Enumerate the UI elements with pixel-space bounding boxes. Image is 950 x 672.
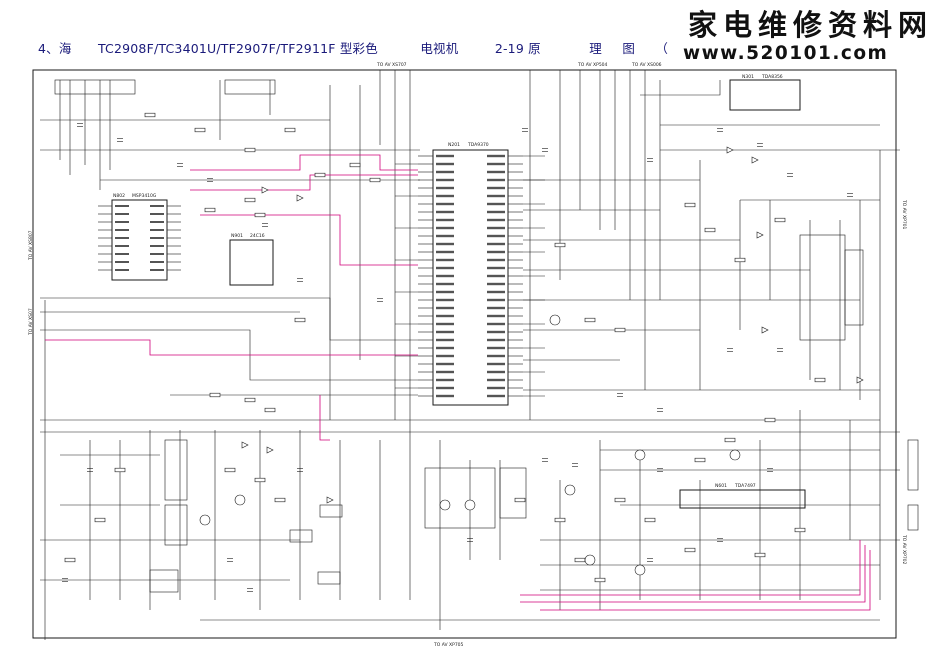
memory-ic-part: 24C16 (250, 233, 265, 239)
left-ic: N802 MSP3410G (98, 193, 181, 281)
title-page: 2-19 (494, 41, 524, 56)
title-li: 理 (589, 41, 602, 56)
connector-top-right: TO AV XS006 (631, 62, 662, 68)
memory-ic: N901 24C16 (229, 233, 274, 286)
title-suffix: 型彩色 (339, 41, 378, 56)
title-models: TC2908F/TC3401U/TF2907F/TF2911F (97, 41, 336, 56)
connector-bottom: TO AV XP705 (433, 642, 464, 648)
connector-right-1: TO AV XP701 (901, 199, 907, 230)
audio-ic-part: TDA7497 (734, 483, 756, 489)
title-prefix: 4、海 (38, 41, 72, 56)
page-title: 4、海 TC2908F/TC3401U/TF2907F/TF2911F 型彩色 … (38, 38, 668, 57)
main-ic-part: TDA9370 (467, 142, 489, 148)
main-ic-pins (418, 154, 523, 398)
vertical-ic: N301 TDA8356 (729, 74, 801, 111)
main-ic: N201 TDA9370 (418, 142, 523, 406)
connector-left-1: TO AV XS807 (28, 230, 34, 261)
main-ic-ref: N201 (448, 142, 460, 148)
title-tv: 电视机 (420, 41, 459, 56)
left-ic-part: MSP3410G (132, 193, 157, 199)
connector-top-mid: TO AV XP504 (577, 62, 608, 68)
connector-top-left: TO AV XS707 (376, 62, 407, 68)
audio-ic: N601 TDA7497 (679, 483, 806, 509)
audio-ic-ref: N601 (715, 483, 727, 489)
title-paren: （ (655, 41, 669, 56)
title-tu: 图 (622, 41, 636, 56)
highlighted-signal-wires (45, 154, 871, 611)
connector-right-2: TO AV XP702 (901, 534, 907, 565)
circuit-wires (40, 70, 919, 640)
left-ic-ref: N802 (113, 193, 125, 199)
site-url-logo: www.520101.com (683, 43, 889, 64)
site-name-logo: 家电维修资料网 (688, 8, 934, 42)
outer-border (32, 69, 897, 639)
connector-labels: TO AV XS707 TO AV XP504 TO AV XS006 TO A… (28, 62, 907, 648)
memory-ic-ref: N901 (231, 233, 243, 239)
left-ic-pins (98, 205, 181, 271)
title-yuan: 原 (528, 41, 541, 56)
connector-left-2: TO AV XS07 (28, 308, 34, 336)
vertical-ic-ref: N301 (742, 74, 754, 80)
passive-components (62, 112, 864, 592)
vertical-ic-part: TDA8356 (761, 74, 783, 80)
